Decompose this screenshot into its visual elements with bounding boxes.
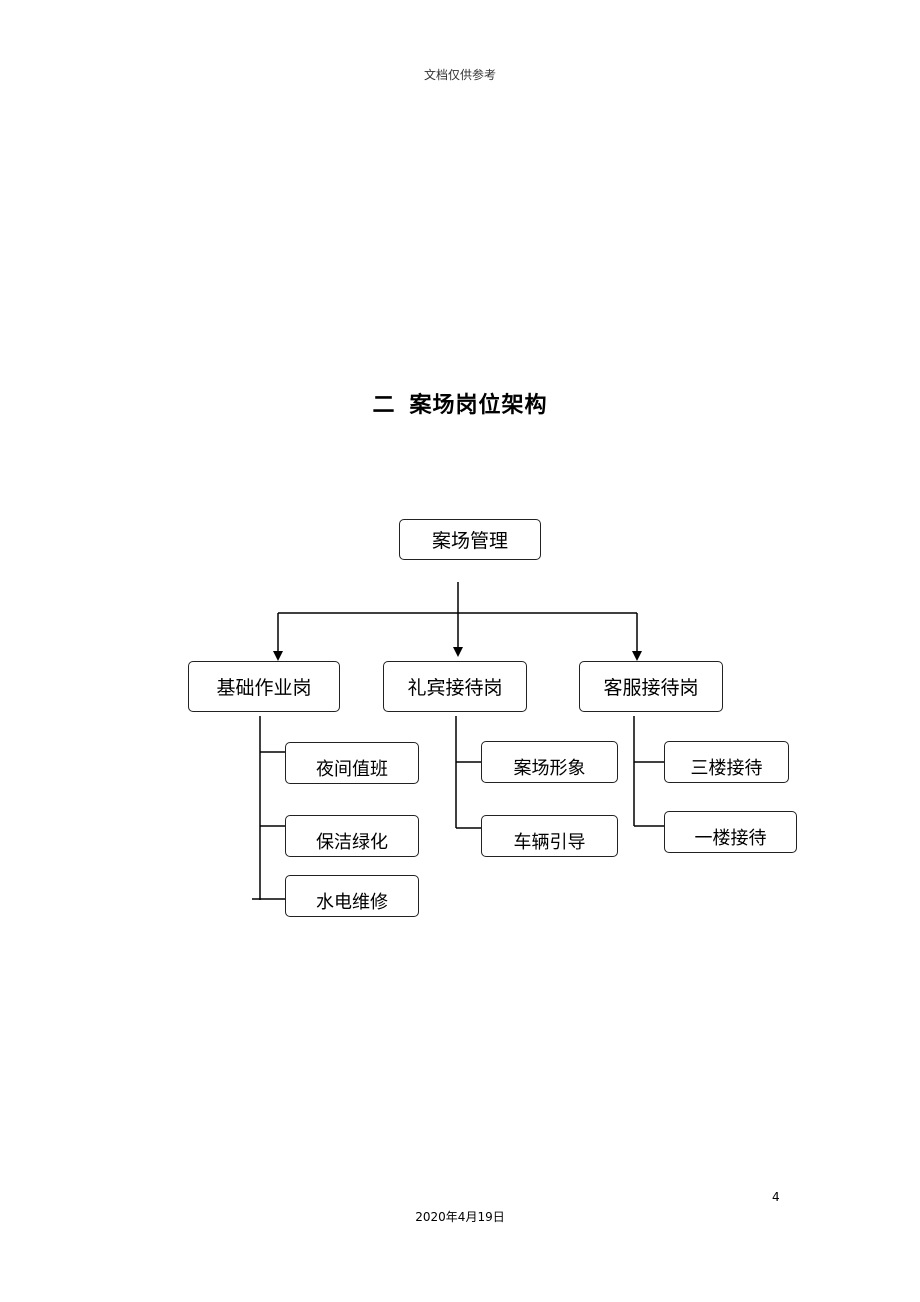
role-node-first-floor-reception: 一楼接待	[664, 811, 797, 853]
section-title: 案场岗位架构	[409, 393, 548, 418]
footer-date: 2020年4月19日	[415, 1210, 505, 1224]
role-node-night-shift: 夜间值班	[285, 742, 419, 784]
section-number: 二	[372, 393, 396, 418]
role-node-utilities-repair: 水电维修	[285, 875, 419, 917]
page-number: 4	[772, 1190, 780, 1204]
section-heading: 二案场岗位架构	[0, 387, 920, 419]
role-node-vehicle-guidance: 车辆引导	[481, 815, 618, 857]
dept-node-customer-service: 客服接待岗	[579, 661, 723, 712]
root-node: 案场管理	[399, 519, 541, 560]
page-header: 文档仅供参考	[423, 68, 496, 82]
role-node-cleaning-greening: 保洁绿化	[285, 815, 419, 857]
role-node-third-floor-reception: 三楼接待	[664, 741, 789, 783]
dept-node-concierge-reception: 礼宾接待岗	[383, 661, 527, 712]
dept-node-basic-operations: 基础作业岗	[188, 661, 340, 712]
role-node-site-image: 案场形象	[481, 741, 618, 783]
